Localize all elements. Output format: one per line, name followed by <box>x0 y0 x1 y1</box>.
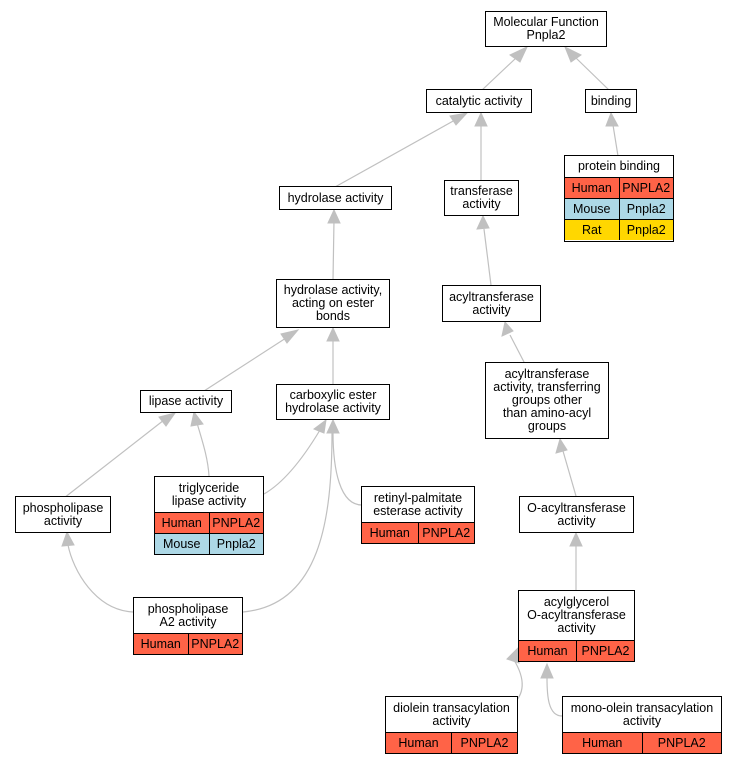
node-hydrolase-activity[interactable]: hydrolase activity <box>279 186 392 210</box>
species-cell: Human <box>161 516 202 530</box>
table-title: protein binding <box>577 159 660 173</box>
arrow-phospho <box>61 530 75 547</box>
gene-cell: Pnpla2 <box>618 199 674 219</box>
species-cell: Human <box>527 644 568 658</box>
node-acyltransferase-other-groups[interactable]: acyltransferase activity, transferring g… <box>485 362 609 439</box>
arrow-hydroester-2 <box>326 326 340 342</box>
edge-oacyl-acylother <box>562 450 577 497</box>
species-cell: Human <box>571 181 612 195</box>
edge-binding-root <box>575 57 611 92</box>
edge-hydrolase-catalytic <box>334 119 456 188</box>
arrow-acylglycerol-2 <box>540 662 554 679</box>
arrow-transferase <box>476 214 490 230</box>
table-row: Human PNPLA2 <box>362 522 474 543</box>
gene-cell: PNPLA2 <box>618 178 674 198</box>
species-cell: Human <box>398 736 439 750</box>
table-row: Human PNPLA2 <box>386 732 517 753</box>
edge-phospho-lipase <box>63 419 165 499</box>
species-cell: Human <box>140 637 181 651</box>
edge-monoolein-acylglycerol <box>546 677 563 717</box>
arrow-catalytic-2 <box>474 111 488 127</box>
arrow-lipase-1 <box>158 412 177 427</box>
table-row: Human PNPLA2 <box>565 177 673 198</box>
node-acylglycerol-o-acyltransferase[interactable]: acylglycerol O-acyltransferase activity … <box>518 590 635 662</box>
node-triglyceride-lipase[interactable]: triglyceride lipase activity Human PNPLA… <box>154 476 264 555</box>
species-cell: Mouse <box>162 537 201 551</box>
edge-acylother-acyl <box>509 334 525 363</box>
edge-pa2-phospho <box>67 544 134 613</box>
gene-cell: PNPLA2 <box>451 733 517 753</box>
arrow-hydrolase <box>327 208 341 224</box>
arrow-root-2 <box>564 45 582 63</box>
table-row: Human PNPLA2 <box>519 640 634 661</box>
arrow-carboxylic-2 <box>326 418 340 434</box>
gene-cell: PNPLA2 <box>208 513 264 533</box>
gene-cell: PNPLA2 <box>576 641 634 661</box>
table-title: triglyceride lipase activity <box>171 480 247 508</box>
edge-retinyl-carboxylic <box>332 431 363 506</box>
gene-cell: PNPLA2 <box>417 523 475 543</box>
gene-cell: PNPLA2 <box>187 634 243 654</box>
table-title: phospholipase A2 activity <box>147 601 229 629</box>
table-row: Human PNPLA2 <box>134 633 242 654</box>
arrow-hydroester-1 <box>280 329 300 344</box>
node-catalytic-activity[interactable]: catalytic activity <box>426 89 532 113</box>
gene-cell: PNPLA2 <box>641 733 722 753</box>
edge-catalytic-root <box>480 57 517 92</box>
table-title: mono-olein transacylation activity <box>570 700 714 728</box>
arrow-carboxylic-1 <box>312 418 327 434</box>
edge-proteinbinding-binding <box>612 124 619 157</box>
gene-cell: Pnpla2 <box>618 220 674 240</box>
node-o-acyltransferase-activity[interactable]: O-acyltransferase activity <box>519 496 634 533</box>
edge-triglyceride-lipase <box>196 422 210 477</box>
node-transferase-activity[interactable]: transferase activity <box>444 180 519 216</box>
node-diolein-transacylation[interactable]: diolein transacylation activity Human PN… <box>385 696 518 754</box>
gene-cell: Pnpla2 <box>208 534 264 554</box>
arrow-catalytic-1 <box>449 112 469 126</box>
edge-pa2-carboxylic <box>242 431 333 613</box>
node-protein-binding[interactable]: protein binding Human PNPLA2 Mouse Pnpla… <box>564 155 674 242</box>
table-row: Mouse Pnpla2 <box>155 533 263 554</box>
table-title: acylglycerol O-acyltransferase activity <box>527 595 626 635</box>
node-binding[interactable]: binding <box>585 89 637 113</box>
arrow-lipase-2 <box>190 410 204 427</box>
arrow-binding <box>605 111 619 127</box>
table-row: Rat Pnpla2 <box>565 219 673 240</box>
arrow-acylother <box>555 437 568 454</box>
species-cell: Mouse <box>572 202 611 216</box>
table-title: retinyl-palmitate esterase activity <box>373 490 463 518</box>
arrow-oacyl <box>569 531 583 547</box>
edge-acyl-transferase <box>483 228 492 286</box>
species-cell: Human <box>369 526 410 540</box>
node-lipase-activity[interactable]: lipase activity <box>140 390 232 413</box>
node-phospholipase-a2[interactable]: phospholipase A2 activity Human PNPLA2 <box>133 597 243 655</box>
edge-hydroester-hydrolase <box>332 219 335 281</box>
species-cell: Rat <box>582 223 602 237</box>
species-cell: Human <box>582 736 623 750</box>
edge-lipase-hydroester <box>203 337 287 392</box>
table-title: diolein transacylation activity <box>393 700 510 728</box>
node-mono-olein-transacylation[interactable]: mono-olein transacylation activity Human… <box>562 696 722 754</box>
arrow-root-1 <box>509 45 529 63</box>
node-hydrolase-ester-bonds[interactable]: hydrolase activity, acting on ester bond… <box>276 279 390 328</box>
edge-triglyceride-carboxylic <box>263 429 321 495</box>
table-row: Human PNPLA2 <box>563 732 721 753</box>
node-phospholipase-activity[interactable]: phospholipase activity <box>15 496 111 533</box>
arrow-acyl <box>501 320 514 337</box>
node-carboxylic-ester-hydrolase[interactable]: carboxylic ester hydrolase activity <box>276 384 390 420</box>
table-row: Mouse Pnpla2 <box>565 198 673 219</box>
table-row: Human PNPLA2 <box>155 512 263 533</box>
node-acyltransferase-activity[interactable]: acyltransferase activity <box>442 285 541 322</box>
node-molecular-function-root[interactable]: Molecular Function Pnpla2 <box>485 11 607 47</box>
node-retinyl-palmitate-esterase[interactable]: retinyl-palmitate esterase activity Huma… <box>361 486 475 544</box>
